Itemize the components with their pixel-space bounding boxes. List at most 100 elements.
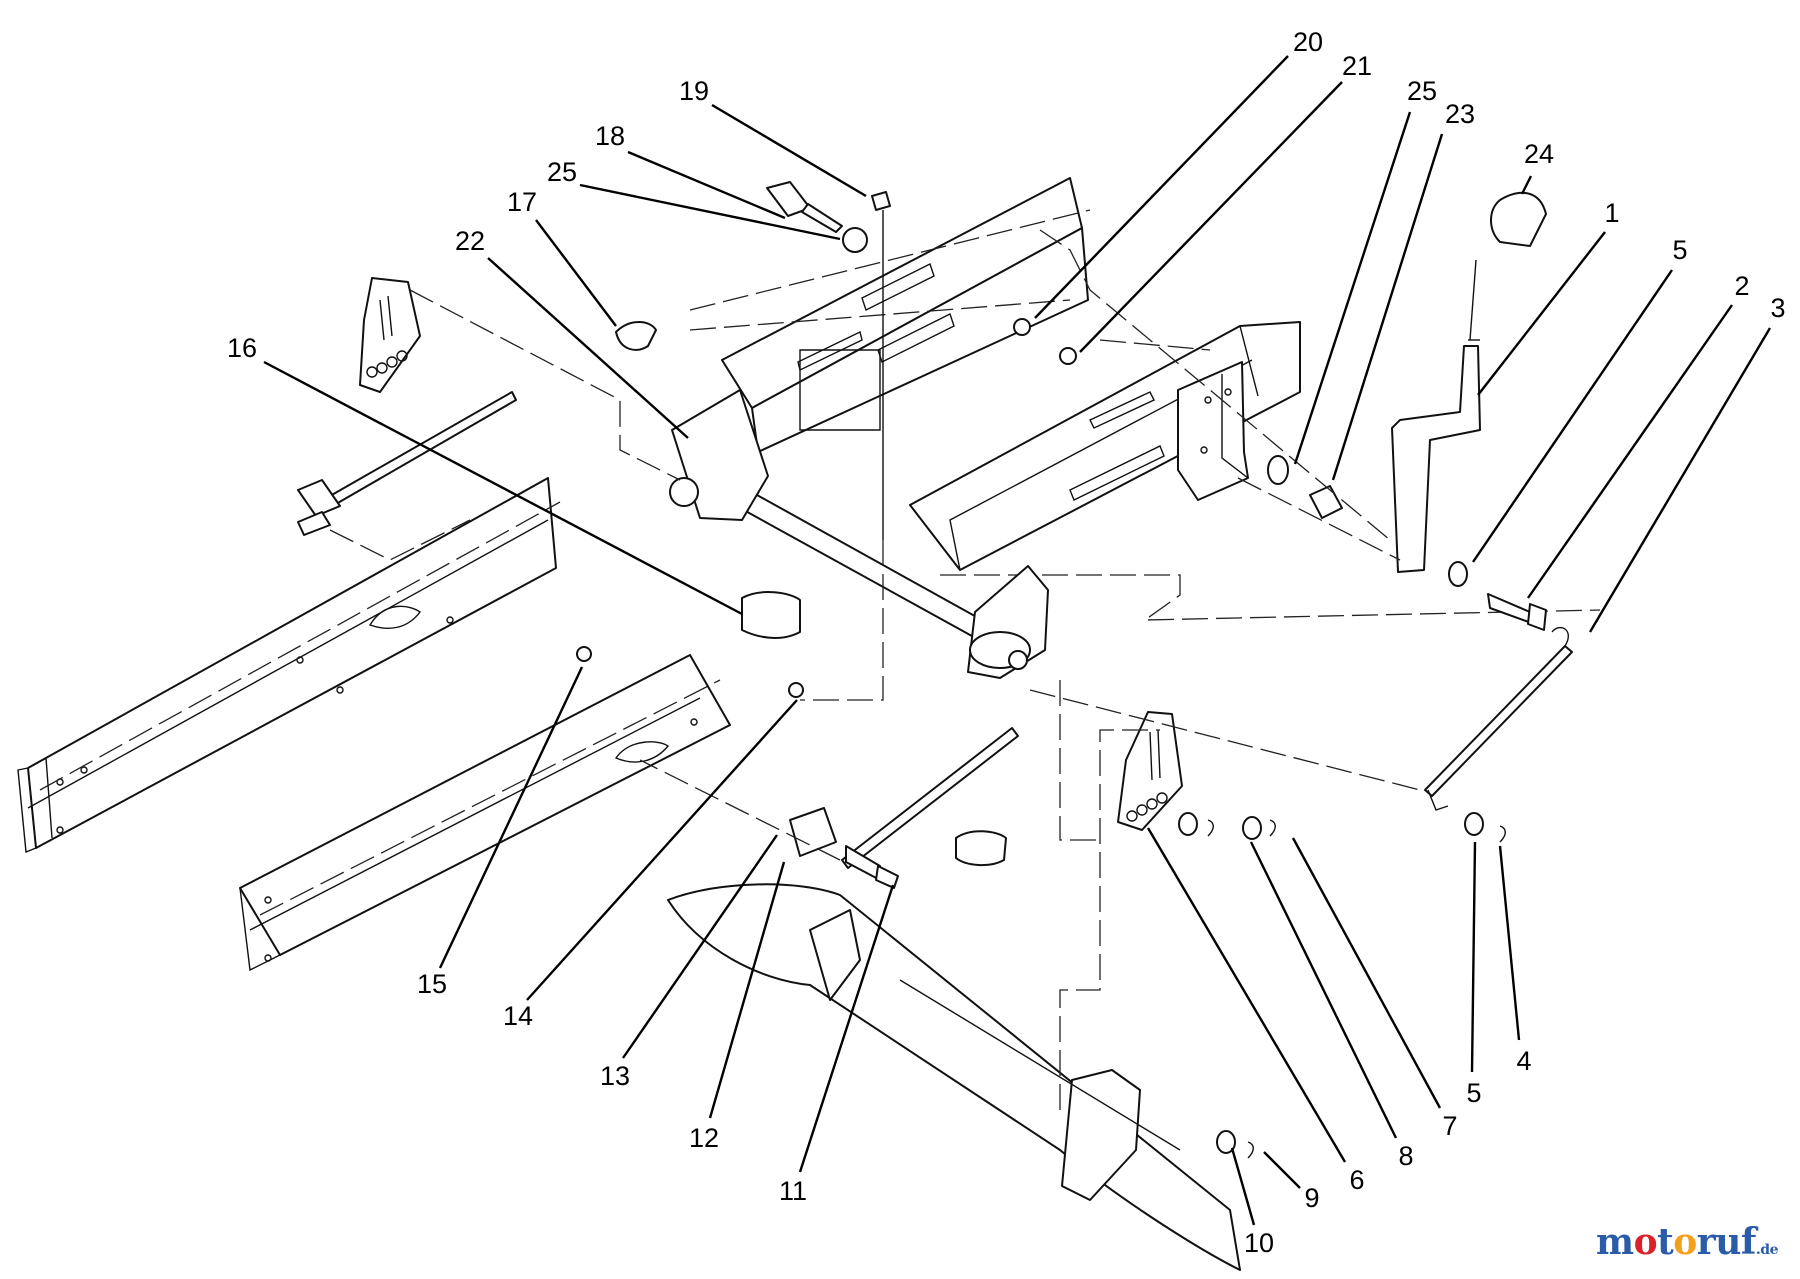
leader-line <box>263 360 743 616</box>
callout-number: 10 <box>1244 1228 1274 1258</box>
callout-number: 9 <box>1304 1183 1319 1213</box>
callout-number: 24 <box>1524 139 1554 169</box>
callout-7: 7 <box>1291 837 1458 1141</box>
callout-number: 6 <box>1349 1165 1364 1195</box>
leader-line <box>1249 841 1398 1139</box>
leader-line <box>1472 269 1673 563</box>
callout-25: 25 <box>1293 76 1437 465</box>
callout-12: 12 <box>689 861 786 1153</box>
leader-line <box>798 884 895 1173</box>
lower-left-bracket <box>239 654 731 972</box>
callout-23: 23 <box>1331 99 1475 481</box>
leader-line <box>526 699 798 1001</box>
callout-11: 11 <box>779 884 895 1206</box>
callout-number: 2 <box>1734 271 1749 301</box>
callout-24: 24 <box>1520 139 1554 195</box>
leader-line <box>487 257 689 439</box>
leader-line <box>1588 327 1772 633</box>
leader-line <box>438 666 584 969</box>
right-main-rail <box>909 321 1601 621</box>
parts-art <box>17 177 1601 1271</box>
leader-line <box>1527 304 1733 599</box>
callout-number: 4 <box>1516 1046 1531 1076</box>
callout-number: 15 <box>417 969 447 999</box>
leader-line <box>1477 231 1606 396</box>
callout-number: 23 <box>1445 99 1475 129</box>
adjustment-plates <box>359 277 1183 831</box>
callout-5: 5 <box>1472 235 1688 563</box>
callout-5: 5 <box>1466 841 1482 1108</box>
leader-line <box>711 103 867 198</box>
callout-10: 10 <box>1230 1147 1274 1258</box>
leader-line <box>1079 81 1343 353</box>
callout-13: 13 <box>600 834 778 1091</box>
leader-line <box>1034 55 1289 319</box>
callout-21: 21 <box>1079 51 1372 353</box>
leader-line <box>627 150 786 220</box>
callout-15: 15 <box>417 666 584 999</box>
wm-ruf: ruf <box>1696 1221 1757 1263</box>
callout-number: 16 <box>227 333 257 363</box>
callout-4: 4 <box>1498 845 1532 1076</box>
cross-shaft-assembly <box>669 389 1049 679</box>
callout-16: 16 <box>227 333 743 616</box>
callout-17: 17 <box>507 187 617 327</box>
right-support-bracket <box>1177 361 1249 501</box>
callout-number: 5 <box>1466 1078 1481 1108</box>
callout-number: 1 <box>1604 198 1619 228</box>
callout-number: 12 <box>689 1123 719 1153</box>
leader-line <box>1498 845 1521 1041</box>
leader-line <box>1263 1151 1301 1189</box>
callout-14: 14 <box>503 699 798 1031</box>
callout-number: 8 <box>1398 1141 1413 1171</box>
callout-22: 22 <box>455 226 689 439</box>
leader-line <box>579 183 841 241</box>
callout-2: 2 <box>1527 271 1750 599</box>
lever-and-knob <box>1391 191 1547 573</box>
callout-25: 25 <box>547 157 841 241</box>
watermark-logo: motoruf.de <box>1596 1221 1778 1263</box>
callout-number: 20 <box>1293 27 1323 57</box>
callout-number: 25 <box>1407 76 1437 106</box>
wm-t: t <box>1657 1221 1674 1263</box>
wm-m: m <box>1596 1221 1634 1263</box>
leader-line <box>1146 827 1347 1163</box>
leader-line <box>1470 841 1477 1073</box>
callout-number: 11 <box>779 1176 807 1206</box>
callout-9: 9 <box>1263 1151 1320 1213</box>
callout-number: 18 <box>595 121 625 151</box>
callout-layer: 1234556789101112131415161718192021222324… <box>227 27 1786 1258</box>
callout-number: 25 <box>547 157 577 187</box>
leader-line <box>1293 111 1412 465</box>
callout-number: 17 <box>507 187 537 217</box>
callout-6: 6 <box>1146 827 1365 1195</box>
callout-number: 21 <box>1342 51 1372 81</box>
callout-19: 19 <box>679 76 867 198</box>
leader-line <box>622 834 778 1059</box>
callout-number: 13 <box>600 1061 630 1091</box>
callout-18: 18 <box>595 121 786 220</box>
leader-line <box>1331 133 1444 481</box>
callout-number: 22 <box>455 226 485 256</box>
rods-and-links <box>297 391 1573 869</box>
wm-o1: o <box>1633 1221 1658 1263</box>
lower-spindle-arm <box>667 729 1241 1271</box>
leader-line <box>1230 1147 1256 1226</box>
callout-number: 19 <box>679 76 709 106</box>
wm-o2: o <box>1673 1221 1697 1263</box>
callout-20: 20 <box>1034 27 1323 319</box>
callout-8: 8 <box>1249 841 1414 1171</box>
leader-line <box>535 219 617 327</box>
callout-number: 5 <box>1672 235 1687 265</box>
hardware <box>576 181 1547 1159</box>
wm-tld: .de <box>1755 1242 1779 1258</box>
callout-3: 3 <box>1588 293 1786 633</box>
callout-number: 14 <box>503 1001 533 1031</box>
leader-line <box>708 861 786 1119</box>
leader-line <box>1291 837 1442 1109</box>
assembly-lines <box>329 229 1421 861</box>
callout-number: 7 <box>1442 1111 1457 1141</box>
left-frame-rail <box>17 477 561 853</box>
